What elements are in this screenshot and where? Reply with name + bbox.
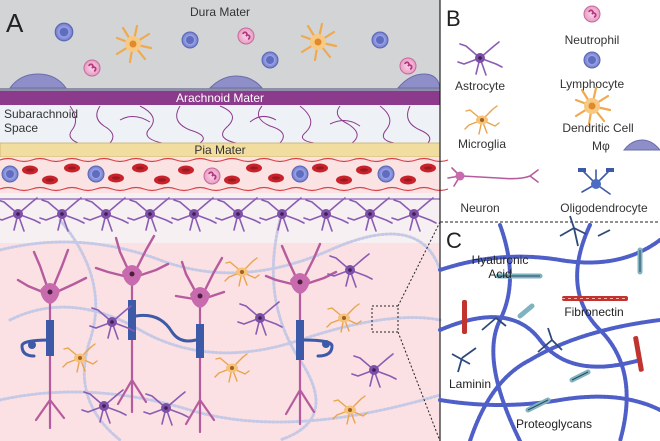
legend-dendritic-cell: Dendritic Cell — [562, 86, 634, 135]
fibronectin-fibers — [462, 296, 644, 372]
legend-neuron: Neuron — [447, 167, 539, 215]
legend-microglia: Microglia — [458, 105, 506, 151]
neutrophil-cell — [237, 27, 255, 45]
neutrophil-cell — [83, 59, 101, 77]
legend-macrophage-label: Mφ — [592, 139, 610, 153]
subarachnoid-label-line1: Subarachnoid — [4, 107, 78, 121]
trabeculae — [69, 105, 431, 144]
panel-b-legend: B Astrocyte Microglia Neuron Neutrophil … — [446, 5, 660, 215]
hyaluronic-acid-label-line1: Hyaluronic — [472, 253, 529, 267]
legend-lymphocyte: Lymphocyte — [560, 51, 625, 91]
laminin-molecules — [451, 215, 611, 373]
neurons — [16, 234, 338, 434]
legend-astrocyte-label: Astrocyte — [455, 79, 505, 93]
laminin-label: Laminin — [449, 377, 491, 391]
legend-macrophage: Mφ — [592, 139, 660, 153]
lymphocyte-cell — [54, 22, 74, 42]
macrophage-cell — [208, 75, 264, 89]
neuron-bodies — [40, 265, 310, 308]
legend-lymphocyte-label: Lymphocyte — [560, 77, 625, 91]
neuron-cell — [134, 256, 226, 434]
legend-oligodendrocyte: Oligodendrocyte — [560, 168, 648, 215]
hyaluronic-acid-label-line2: Acid — [488, 267, 511, 281]
legend-dendritic-label: Dendritic Cell — [562, 121, 633, 135]
dura-mater-label: Dura Mater — [190, 5, 250, 19]
fibronectin-label: Fibronectin — [564, 305, 623, 319]
legend-astrocyte: Astrocyte — [455, 41, 505, 93]
legend-neutrophil: Neutrophil — [565, 5, 620, 47]
panel-c-ecm: C — [438, 215, 660, 441]
legend-neutrophil-label: Neutrophil — [565, 33, 620, 47]
panel-a: Dura Mater Arachnoid Mater Subarachnoid … — [0, 0, 449, 441]
legend-oligodendrocyte-label: Oligodendrocyte — [560, 201, 648, 215]
arachnoid-mater-layer — [0, 91, 440, 105]
lymphocyte-cell — [261, 51, 279, 69]
lymphocyte-cell — [181, 31, 199, 49]
lymphocyte-cell — [371, 31, 389, 49]
arachnoid-mater-label: Arachnoid Mater — [176, 91, 264, 105]
subarachnoid-label-line2: Space — [4, 121, 38, 135]
legend-microglia-label: Microglia — [458, 137, 506, 151]
proteoglycans-label: Proteoglycans — [516, 417, 592, 431]
neutrophil-cell — [399, 57, 417, 75]
pia-mater-label: Pia Mater — [194, 143, 245, 157]
zoom-region-box — [371, 305, 399, 333]
panel-a-letter: A — [6, 8, 24, 38]
panel-c-letter: C — [446, 228, 462, 253]
macrophage-cell — [396, 73, 441, 89]
legend-neuron-label: Neuron — [460, 201, 499, 215]
neuron-cell — [94, 234, 170, 414]
macrophage-cell — [9, 73, 67, 89]
neuron-cell — [16, 248, 88, 430]
dura-mater-layer — [0, 0, 440, 90]
proteoglycans — [495, 247, 643, 413]
neuron-cell — [264, 242, 338, 426]
panel-b-letter: B — [446, 6, 461, 31]
